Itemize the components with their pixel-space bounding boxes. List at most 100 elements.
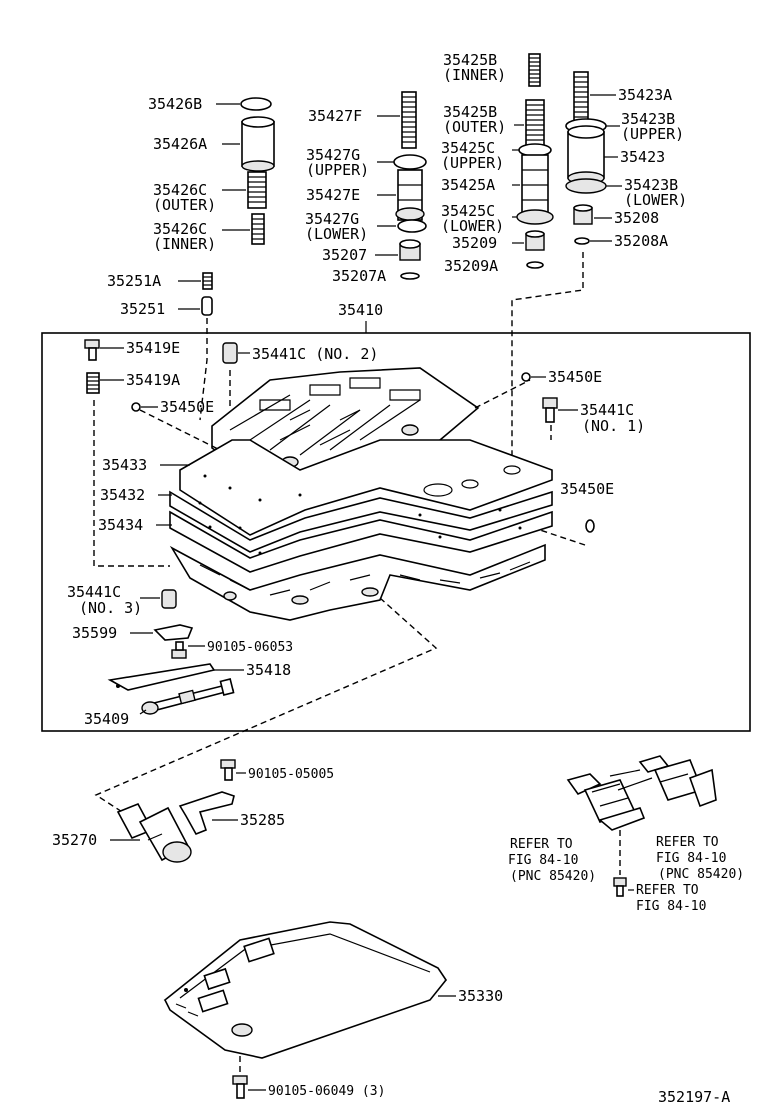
label-35441C-no3-note: (NO. 3) (79, 599, 142, 617)
part-35208-plug (573, 204, 593, 225)
label-35433: 35433 (102, 456, 147, 474)
label-35425A: 35425A (441, 176, 495, 194)
label-35423B-lower: 35423B (624, 176, 678, 194)
part-35409-rod (141, 678, 235, 715)
part-35207-plug (399, 239, 421, 261)
part-35425B-inner-spring (528, 53, 541, 87)
label-35425C-lower: 35425C (441, 202, 495, 220)
refer-b-line2: FIG 84-10 (656, 851, 726, 866)
part-35425C-lower (516, 209, 554, 225)
part-35209-plug (525, 230, 545, 251)
refer-a-line2: FIG 84-10 (508, 853, 578, 868)
part-35208A-clip (574, 237, 590, 245)
label-35427E: 35427E (306, 186, 360, 204)
part-90105-06049-bolt (232, 1075, 248, 1099)
refer-b-line3: (PNC 85420) (658, 867, 744, 882)
label-35251: 35251 (120, 300, 165, 318)
label-90105-05005: 90105-05005 (248, 767, 334, 782)
label-35418: 35418 (246, 661, 291, 679)
label-35426C-outer-note: (OUTER) (153, 196, 216, 214)
label-35425B-inner: 35425B (443, 51, 497, 69)
part-35418-lever (107, 663, 216, 691)
label-35426A: 35426A (153, 135, 207, 153)
label-35423B-upper: 35423B (621, 110, 675, 128)
label-35599: 35599 (72, 624, 117, 642)
label-35330: 35330 (458, 987, 503, 1005)
part-35426A-sleeve (241, 116, 275, 172)
part-35441C-no3 (161, 589, 177, 609)
label-35426B: 35426B (148, 95, 202, 113)
label-35423B-upper-note: (UPPER) (621, 125, 684, 143)
part-35251A-spring (202, 272, 213, 290)
label-35441C-no3: 35441C (67, 583, 121, 601)
part-35426B-cap (240, 97, 272, 111)
label-35426C-inner-note: (INNER) (153, 235, 216, 253)
part-35433-plate (179, 439, 553, 536)
part-solenoid-pair (566, 755, 717, 831)
label-35423B-lower-note: (LOWER) (624, 191, 687, 209)
part-35207A-clip (400, 272, 420, 280)
part-35285-bracket (178, 791, 235, 836)
label-35441C-no1: 35441C (580, 401, 634, 419)
label-35425B-outer: 35425B (443, 103, 497, 121)
part-35450E-c (585, 519, 595, 533)
part-90105-05005-bolt (220, 759, 236, 781)
part-35441C-no2 (222, 342, 238, 364)
label-90105-06053: 90105-06053 (207, 640, 293, 655)
part-35423-valve (567, 125, 605, 185)
label-90105-06049: 90105-06049 (3) (268, 1084, 385, 1099)
label-35419E: 35419E (126, 339, 180, 357)
refer-a-line3: (PNC 85420) (510, 869, 596, 884)
part-solenoid-bolt (613, 877, 627, 897)
label-35207: 35207 (322, 246, 367, 264)
refer-c-line2: FIG 84-10 (636, 899, 706, 914)
part-35425C-upper (518, 143, 552, 157)
refer-b-line1: REFER TO (656, 835, 719, 850)
label-35208A: 35208A (614, 232, 668, 250)
part-35423B-lower (565, 178, 607, 194)
label-35425C-upper-note: (UPPER) (441, 154, 504, 172)
label-35427G-lower-note: (LOWER) (305, 225, 368, 243)
part-35419A-spring (86, 372, 100, 394)
label-35409: 35409 (84, 710, 129, 728)
part-35270-solenoid (116, 802, 192, 863)
label-35441C-no2: 35441C (NO. 2) (252, 345, 378, 363)
label-35434: 35434 (98, 516, 143, 534)
label-35209A: 35209A (444, 257, 498, 275)
label-35427G-lower: 35427G (305, 210, 359, 228)
label-35450E-a: 35450E (548, 368, 602, 386)
label-35425B-inner-note: (INNER) (443, 66, 506, 84)
label-35207A: 35207A (332, 267, 386, 285)
part-35419E-bolt (84, 339, 100, 361)
part-lower-valve-body (169, 543, 546, 621)
part-35427F-spring (401, 91, 417, 149)
assembly-35410-frame (41, 332, 751, 732)
label-35425C-upper: 35425C (441, 139, 495, 157)
part-35426C-outer-spring (247, 171, 267, 209)
part-35330-oil-pan (163, 921, 448, 1059)
part-35425A-valve (521, 154, 549, 216)
label-35423: 35423 (620, 148, 665, 166)
part-35450E-b (131, 402, 141, 412)
label-35450E-c: 35450E (560, 480, 614, 498)
label-35425B-outer-note: (OUTER) (443, 118, 506, 136)
label-35208: 35208 (614, 209, 659, 227)
part-35427G-upper (393, 154, 427, 170)
part-35427G-lower (397, 219, 427, 233)
part-35450E-a (521, 372, 531, 382)
part-35423A-spring (573, 71, 589, 123)
label-35419A: 35419A (126, 371, 180, 389)
label-35410: 35410 (338, 301, 383, 319)
label-35427G-upper: 35427G (306, 146, 360, 164)
part-90105-06053-bolt (171, 641, 187, 659)
part-35426C-inner-spring (251, 213, 265, 245)
part-35599-plate (153, 624, 194, 641)
label-35426C-inner: 35426C (153, 220, 207, 238)
label-35209: 35209 (452, 234, 497, 252)
part-35209A-clip (526, 261, 544, 269)
drawing-id: 352197-A (658, 1088, 730, 1106)
label-35432: 35432 (100, 486, 145, 504)
label-35427F: 35427F (308, 107, 362, 125)
part-35434-gasket (169, 510, 553, 573)
